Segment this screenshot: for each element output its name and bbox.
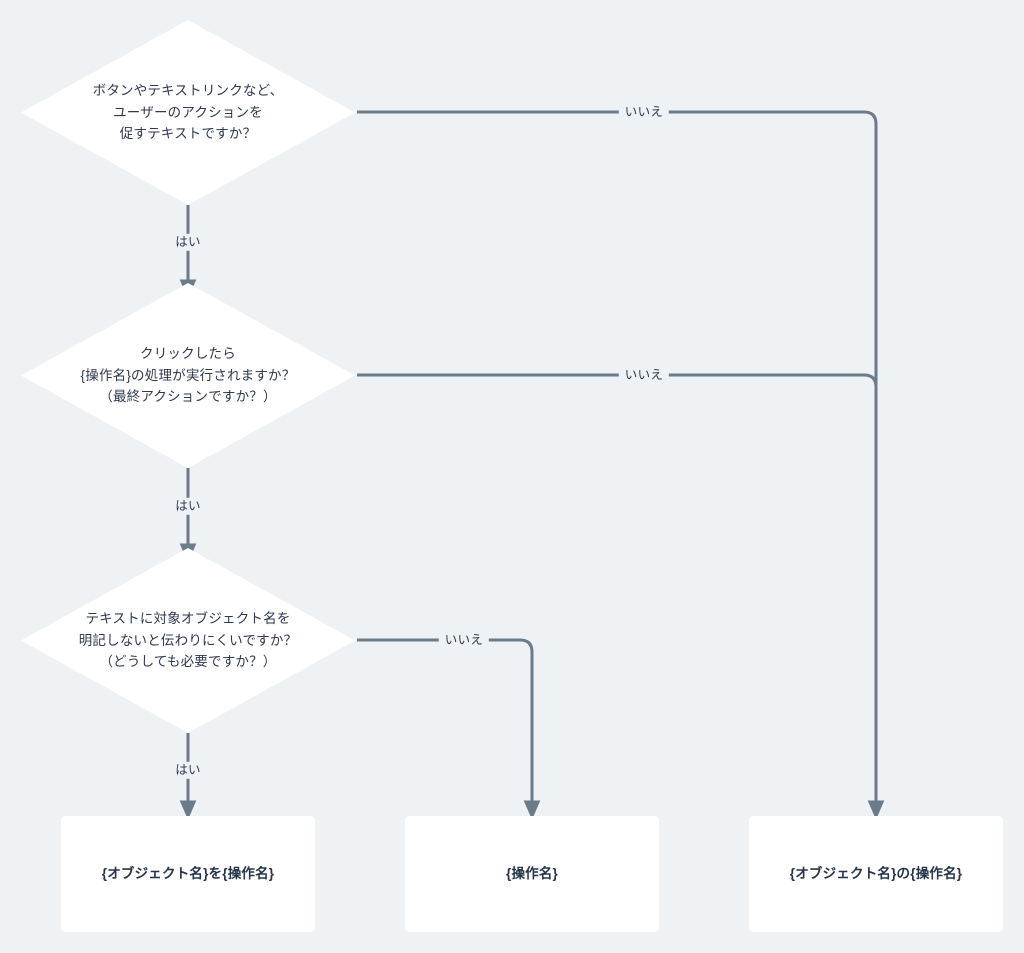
- edge-label-q1-q2: はい: [169, 233, 207, 251]
- edge-label-q3-r1: はい: [169, 761, 207, 779]
- result-node-label: {オブジェクト名}を{操作名}: [101, 866, 275, 882]
- edge-q1-r3: [357, 110, 885, 820]
- edge-label-q2-q3: はい: [169, 497, 207, 515]
- edge-q2-r3: [357, 373, 878, 810]
- decision-node-label: クリックしたら {操作名}の処理が実行されますか？ （最終アクションですか？）: [80, 345, 296, 405]
- decision-node-object-name-needed[interactable]: テキストに対象オブジェクト名を 明記しないと伝わりにくいですか？ （どうしても必…: [21, 548, 355, 733]
- decision-node-label: ボタンやテキストリンクなど、 ユーザーのアクションを 促すテキストですか？: [92, 82, 284, 142]
- decision-node-action-text[interactable]: ボタンやテキストリンクなど、 ユーザーのアクションを 促すテキストですか？: [21, 20, 355, 205]
- result-node-action-only[interactable]: {操作名}: [405, 816, 659, 932]
- result-node-label: {オブジェクト名}の{操作名}: [789, 866, 963, 882]
- decision-node-final-action[interactable]: クリックしたら {操作名}の処理が実行されますか？ （最終アクションですか？）: [21, 283, 355, 468]
- edge-label-q3-r2: いいえ: [438, 631, 490, 649]
- edge-q3-r2: [357, 638, 541, 820]
- edge-label-q2-r3: いいえ: [618, 366, 670, 384]
- edge-label-q1-r3: いいえ: [618, 103, 670, 121]
- result-node-label: {操作名}: [505, 866, 558, 882]
- result-node-object-wo-action[interactable]: {オブジェクト名}を{操作名}: [61, 816, 315, 932]
- result-node-object-no-action[interactable]: {オブジェクト名}の{操作名}: [749, 816, 1003, 932]
- decision-node-label: テキストに対象オブジェクト名を 明記しないと伝わりにくいですか？ （どうしても必…: [78, 610, 298, 670]
